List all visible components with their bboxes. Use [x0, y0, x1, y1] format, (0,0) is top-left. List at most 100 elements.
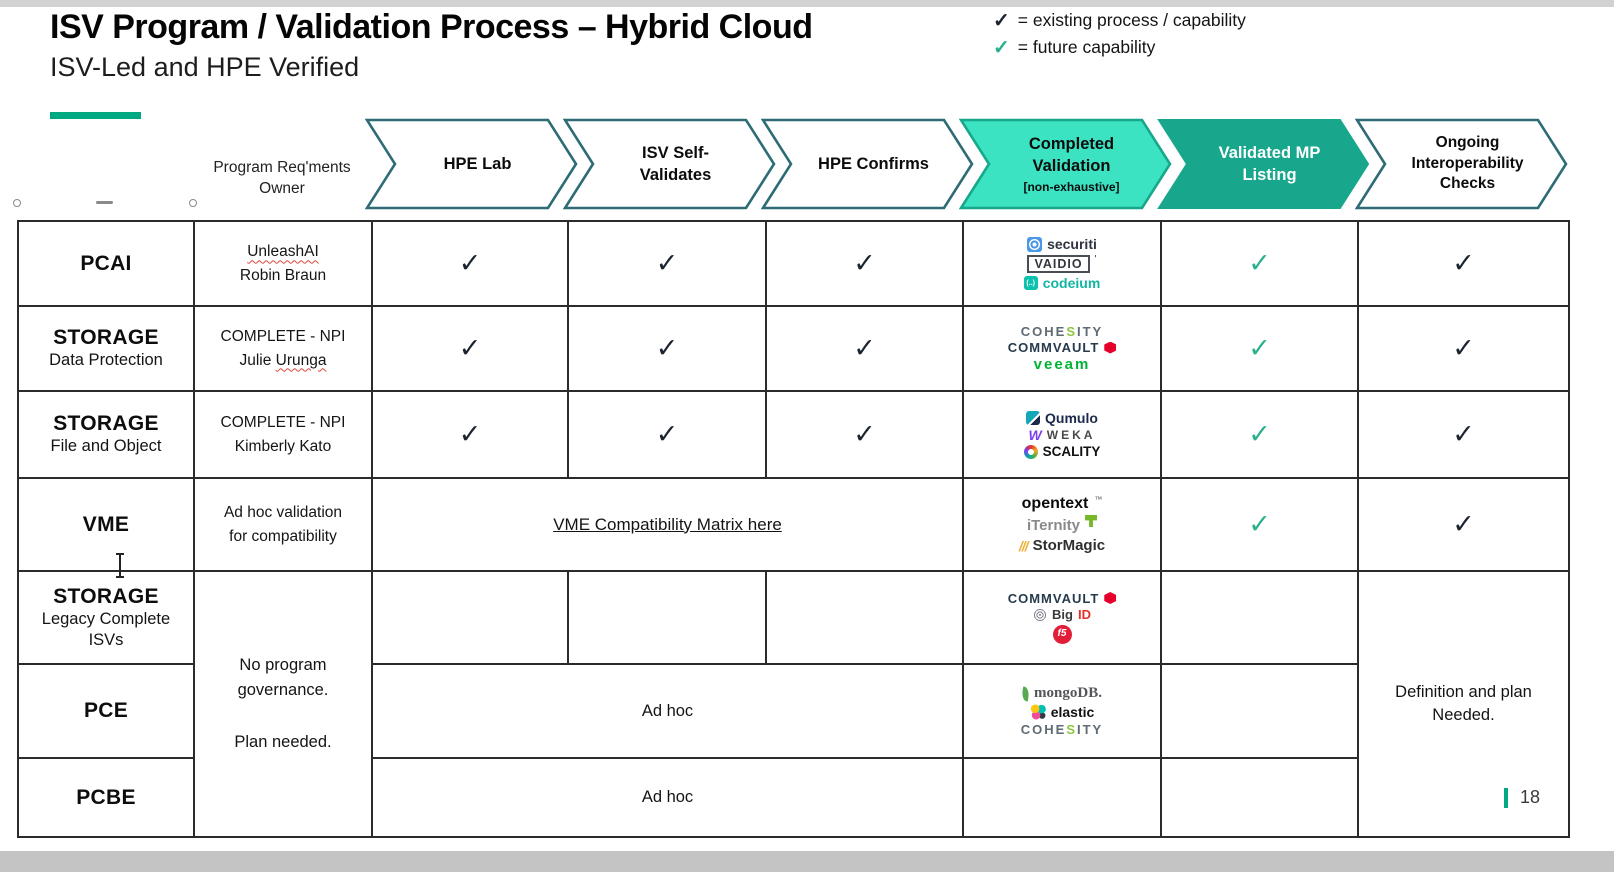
category-sublabel: Data Protection [49, 351, 163, 370]
commvault-label: COMMVAULT [1007, 340, 1100, 355]
logo-stack: mongoDB. elastic COHESITY [1020, 685, 1103, 737]
bigid-label: Big [1052, 607, 1073, 622]
row-storage-fo-ongoing: ✓ [1359, 392, 1570, 479]
black-check-icon: ✓ [458, 333, 482, 363]
step-completed-validation: Completed Validation [non-exhaustive] [959, 118, 1172, 210]
elastic-logo: elastic [1029, 704, 1095, 720]
owner-line: Julie Urunga [239, 349, 326, 372]
logo-stack: COHESITY COMMVAULT veeam [1008, 325, 1117, 372]
green-check-icon: ✓ [1248, 248, 1271, 278]
category-label: PCBE [76, 785, 136, 809]
owner-line: UnleashAI [247, 243, 319, 261]
row-pcai-validated-mp: ✓ [1162, 222, 1359, 307]
vaidio-logo: VAIDIO ' [1027, 253, 1097, 274]
selection-handle-icon[interactable] [13, 199, 21, 207]
row-storage-legacy-completed-logos: COMMVAULT Big ID f5 [964, 572, 1162, 665]
securiti-label: securiti [1047, 236, 1097, 253]
step-isv-self-validates: ISV Self- Validates [563, 118, 776, 210]
f5-logo: f5 [1052, 624, 1072, 644]
commvault-icon [1104, 341, 1117, 354]
row-storage-dp-validated-mp: ✓ [1162, 307, 1359, 392]
row-vme-completed-logos: opentext ™ iTernity /// StorMagic [964, 479, 1162, 572]
black-check-icon: ✓ [853, 419, 876, 449]
row-vme-compatibility-cell: VME Compatibility Matrix here [373, 479, 964, 572]
owner-line: COMPLETE - NPI [220, 328, 346, 346]
row-pcai-ongoing: ✓ [1359, 222, 1570, 307]
cohesity-logo: COHESITY [1021, 325, 1103, 338]
step-validated-mp-listing-label: Validated MP Listing [1218, 143, 1321, 184]
validation-table: PCAI UnleashAI Robin Braun ✓ ✓ ✓ securit… [17, 220, 1570, 838]
legend-future-label: = future capability [1017, 37, 1156, 57]
vme-compatibility-matrix-link[interactable]: VME Compatibility Matrix here [553, 514, 782, 534]
vaidio-label: VAIDIO [1027, 254, 1090, 274]
row-pcbe-completed [964, 759, 1162, 838]
category-sublabel: File and Object [50, 437, 162, 456]
vaidio-mark-icon: ' [1094, 253, 1097, 265]
step-hpe-lab-label: HPE Lab [443, 154, 512, 173]
text-cursor-icon [113, 552, 127, 584]
black-check-icon: ✓ [655, 419, 679, 449]
scality-label: SCALITY [1042, 443, 1101, 459]
row-storage-legacy-validated-mp [1162, 572, 1359, 665]
row-storage-dp-owner: COMPLETE - NPI Julie Urunga [195, 307, 373, 392]
legend-existing: ✓ = existing process / capability [993, 7, 1246, 34]
black-check-icon: ✓ [1452, 248, 1475, 278]
row-storage-fo-completed-logos: Qumulo W WEKA SCALITY [964, 392, 1162, 479]
legend-future: ✓ = future capability [993, 34, 1246, 61]
step-validated-mp-listing: Validated MP Listing [1157, 118, 1370, 210]
row-storage-fo-owner: COMPLETE - NPI Kimberly Kato [195, 392, 373, 479]
row-storage-dp-hpe-confirms: ✓ [767, 307, 964, 392]
row-storage-dp-completed-logos: COHESITY COMMVAULT veeam [964, 307, 1162, 392]
green-check-icon: ✓ [1248, 509, 1271, 539]
row-vme-validated-mp: ✓ [1162, 479, 1359, 572]
cohesity-logo: COHESITY [1021, 723, 1103, 736]
column-header-owner: Program Req'ments Owner [213, 159, 351, 197]
cohesity-label: COHESITY [1021, 325, 1103, 338]
category-label: STORAGE [53, 326, 159, 350]
row-pce-adhoc-cell: Ad hoc [373, 665, 964, 759]
cohesity-green-s: S [1066, 324, 1077, 339]
codeium-label: codeium [1042, 275, 1101, 292]
step-ongoing-interoperability: Ongoing Interoperability Checks [1355, 118, 1568, 210]
black-check-icon: ✓ [458, 248, 482, 278]
row-storage-dp-isv-self: ✓ [569, 307, 767, 392]
governance-note: No program governance. Plan needed. [234, 655, 332, 751]
stormagic-label: StorMagic [1032, 537, 1106, 554]
row-pcai-category: PCAI [19, 222, 195, 307]
bigid-label-red: ID [1077, 607, 1091, 622]
cohesity-text-part: ITY [1077, 324, 1104, 339]
row-vme-owner: Ad hoc validation for compatibility [195, 479, 373, 572]
chevron-shape [959, 118, 1172, 210]
row-storage-fo-hpe-lab: ✓ [373, 392, 569, 479]
securiti-logo: securiti [1027, 236, 1097, 253]
mongodb-icon [1020, 685, 1031, 702]
row-storage-dp-category: STORAGE Data Protection [19, 307, 195, 392]
iternity-label: iTernity [1026, 516, 1081, 534]
iternity-icon [1085, 515, 1098, 527]
black-check-icon: ✓ [853, 248, 876, 278]
mongodb-logo: mongoDB. [1020, 685, 1102, 702]
step-ongoing-interoperability-label: Ongoing Interoperability Checks [1411, 133, 1524, 193]
row-pcbe-validated-mp [1162, 759, 1359, 838]
elastic-label: elastic [1050, 704, 1095, 720]
category-label: STORAGE [53, 412, 159, 436]
step-isv-self-validates-label: ISV Self- Validates [639, 143, 712, 184]
f5-icon: f5 [1052, 624, 1072, 644]
commvault-icon [1104, 592, 1117, 604]
veeam-logo: veeam [1034, 357, 1091, 372]
selection-handle-icon[interactable] [189, 199, 197, 207]
step-completed-validation-sub: [non-exhaustive] [1023, 179, 1120, 194]
row-pcai-completed-logos: securiti VAIDIO ' codeium [964, 222, 1162, 307]
weka-logo: W WEKA [1029, 428, 1096, 442]
selection-handle-icon[interactable] [96, 201, 113, 204]
step-hpe-lab: HPE Lab [365, 118, 578, 210]
chevron-shape [1355, 118, 1568, 210]
opentext-logo: opentext ™ [1022, 496, 1103, 512]
row-pce-category: PCE [19, 665, 195, 759]
category-label: STORAGE [53, 584, 159, 608]
definition-note: Definition and plan Needed. [1395, 682, 1532, 724]
page-subtitle: ISV-Led and HPE Verified [50, 52, 360, 82]
category-label: PCE [83, 699, 129, 722]
row-storage-legacy-category: STORAGE Legacy Complete ISVs [19, 572, 195, 665]
black-check-icon: ✓ [853, 333, 876, 363]
